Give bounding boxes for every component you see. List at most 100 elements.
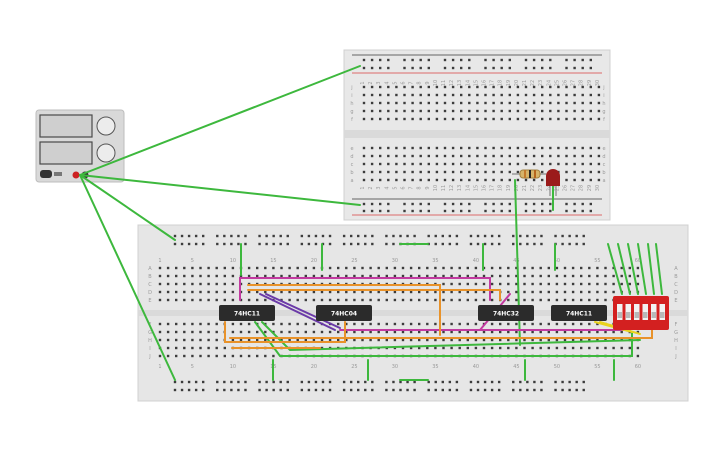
breadboard-hole[interactable] [419, 85, 422, 89]
breadboard-hole[interactable] [418, 346, 421, 350]
breadboard-hole[interactable] [508, 66, 511, 70]
breadboard-hole[interactable] [395, 178, 398, 182]
breadboard-hole[interactable] [549, 202, 552, 206]
breadboard-hole[interactable] [512, 234, 515, 238]
breadboard-hole[interactable] [588, 322, 591, 326]
wires[interactable] [79, 65, 663, 381]
breadboard-hole[interactable] [434, 266, 437, 270]
breadboard-hole[interactable] [476, 242, 480, 246]
breadboard-hole[interactable] [369, 266, 372, 270]
breadboard-hole[interactable] [581, 209, 584, 213]
breadboard-hole[interactable] [451, 58, 455, 62]
breadboard-hole[interactable] [296, 338, 299, 342]
breadboard-hole[interactable] [280, 274, 283, 278]
breadboard-hole[interactable] [597, 117, 601, 121]
breadboard-hole[interactable] [215, 290, 218, 294]
breadboard-hole[interactable] [492, 85, 495, 89]
breadboard-hole[interactable] [370, 146, 374, 150]
breadboard-hole[interactable] [237, 388, 240, 392]
breadboard-hole[interactable] [435, 109, 439, 113]
breadboard-hole[interactable] [476, 101, 479, 105]
breadboard-hole[interactable] [362, 178, 366, 182]
breadboard-hole[interactable] [557, 109, 560, 113]
breadboard-hole[interactable] [500, 202, 503, 206]
breadboard-hole[interactable] [256, 298, 259, 302]
breadboard-hole[interactable] [466, 274, 469, 278]
breadboard-hole[interactable] [581, 162, 584, 166]
breadboard-hole[interactable] [620, 346, 623, 350]
breadboard-hole[interactable] [223, 290, 226, 294]
breadboard-hole[interactable] [403, 58, 406, 62]
breadboard-hole[interactable] [379, 146, 382, 150]
breadboard-hole[interactable] [387, 66, 390, 70]
breadboard-hole[interactable] [427, 93, 430, 97]
breadboard-hole[interactable] [387, 101, 390, 105]
breadboard-hole[interactable] [524, 146, 528, 150]
breadboard-hole[interactable] [561, 388, 564, 392]
breadboard-hole[interactable] [533, 242, 536, 246]
breadboard-hole[interactable] [490, 234, 494, 238]
breadboard-hole[interactable] [580, 330, 583, 334]
breadboard-hole[interactable] [490, 346, 494, 350]
breadboard-hole[interactable] [393, 274, 397, 278]
breadboard-hole[interactable] [223, 346, 226, 350]
breadboard-hole[interactable] [532, 101, 536, 105]
wire-green-long-2[interactable] [261, 321, 641, 352]
breadboard-hole[interactable] [571, 274, 575, 278]
breadboard-hole[interactable] [370, 117, 374, 121]
power-switch[interactable] [40, 170, 52, 178]
breadboard-hole[interactable] [304, 322, 307, 326]
breadboard-hole[interactable] [539, 322, 542, 326]
chip-4[interactable]: 74HC11 [551, 305, 607, 321]
breadboard-hole[interactable] [549, 209, 552, 213]
breadboard-hole[interactable] [547, 282, 550, 286]
breadboard-hole[interactable] [589, 58, 592, 62]
breadboard-hole[interactable] [379, 202, 382, 206]
breadboard-hole[interactable] [516, 109, 520, 113]
breadboard-hole[interactable] [565, 93, 568, 97]
breadboard-hole[interactable] [539, 338, 542, 342]
breadboard-hole[interactable] [403, 117, 406, 121]
large-board-holes[interactable] [158, 234, 640, 392]
breadboard-hole[interactable] [353, 274, 356, 278]
breadboard-hole[interactable] [239, 338, 243, 342]
breadboard-hole[interactable] [523, 338, 526, 342]
breadboard-hole[interactable] [589, 101, 592, 105]
breadboard-hole[interactable] [207, 298, 210, 302]
breadboard-hole[interactable] [442, 330, 445, 334]
breadboard-hole[interactable] [547, 322, 550, 326]
breadboard-hole[interactable] [565, 85, 568, 89]
breadboard-hole[interactable] [379, 101, 382, 105]
breadboard-hole[interactable] [175, 290, 178, 294]
breadboard-hole[interactable] [597, 170, 601, 174]
breadboard-hole[interactable] [455, 242, 459, 246]
breadboard-hole[interactable] [554, 234, 557, 238]
breadboard-hole[interactable] [492, 209, 495, 213]
breadboard-hole[interactable] [448, 242, 452, 246]
breadboard-hole[interactable] [215, 354, 218, 358]
breadboard-hole[interactable] [370, 178, 374, 182]
breadboard-hole[interactable] [379, 66, 382, 70]
breadboard-hole[interactable] [191, 298, 194, 302]
breadboard-hole[interactable] [490, 330, 494, 334]
breadboard-hole[interactable] [492, 101, 495, 105]
breadboard-hole[interactable] [369, 290, 372, 294]
breadboard-hole[interactable] [531, 338, 534, 342]
resistor[interactable] [512, 169, 546, 179]
breadboard-hole[interactable] [524, 117, 528, 121]
breadboard-hole[interactable] [194, 234, 198, 238]
breadboard-hole[interactable] [596, 322, 599, 326]
breadboard-hole[interactable] [207, 266, 210, 270]
breadboard-hole[interactable] [541, 162, 544, 166]
breadboard-hole[interactable] [451, 93, 455, 97]
breadboard-hole[interactable] [194, 380, 198, 384]
breadboard-hole[interactable] [539, 282, 542, 286]
breadboard-hole[interactable] [563, 290, 567, 294]
breadboard-hole[interactable] [215, 298, 218, 302]
breadboard-hole[interactable] [247, 322, 251, 326]
breadboard-hole[interactable] [435, 146, 439, 150]
breadboard-hole[interactable] [589, 109, 592, 113]
breadboard-hole[interactable] [541, 85, 544, 89]
breadboard-hole[interactable] [476, 117, 479, 121]
breadboard-hole[interactable] [264, 338, 267, 342]
